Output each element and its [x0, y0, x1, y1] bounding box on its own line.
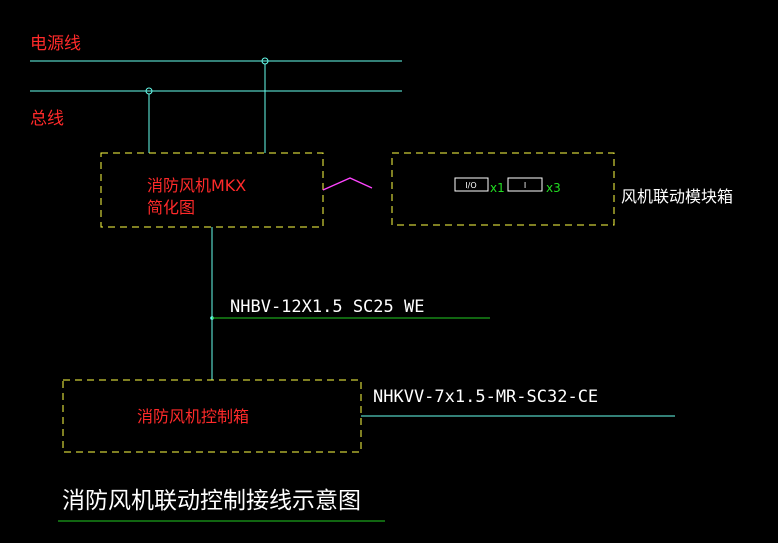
power-line-label: 电源线 [30, 34, 81, 54]
module-io-label: I/O [465, 181, 476, 190]
module-i-slot [507, 177, 543, 192]
cable-2-label: NHKVV-7x1.5-MR-SC32-CE [373, 387, 598, 407]
link-arrow [322, 177, 373, 191]
mkx-box-label-1: 消防风机MKX [147, 176, 246, 195]
control-box [62, 379, 362, 453]
diagram-title: 消防风机联动控制接线示意图 [62, 488, 361, 514]
control-box-label: 消防风机控制箱 [137, 407, 249, 426]
module-i-label: I [524, 181, 526, 190]
module-io-count: x1 [490, 181, 505, 195]
bus-line-label: 总线 [30, 109, 64, 129]
module-io-slot [454, 177, 489, 192]
module-box-label: 风机联动模块箱 [621, 187, 733, 206]
mkx-box-label-2: 简化图 [147, 198, 195, 217]
cable-1-label: NHBV-12X1.5 SC25 WE [230, 297, 424, 317]
module-i-count: x3 [546, 181, 561, 195]
module-box [391, 152, 615, 226]
